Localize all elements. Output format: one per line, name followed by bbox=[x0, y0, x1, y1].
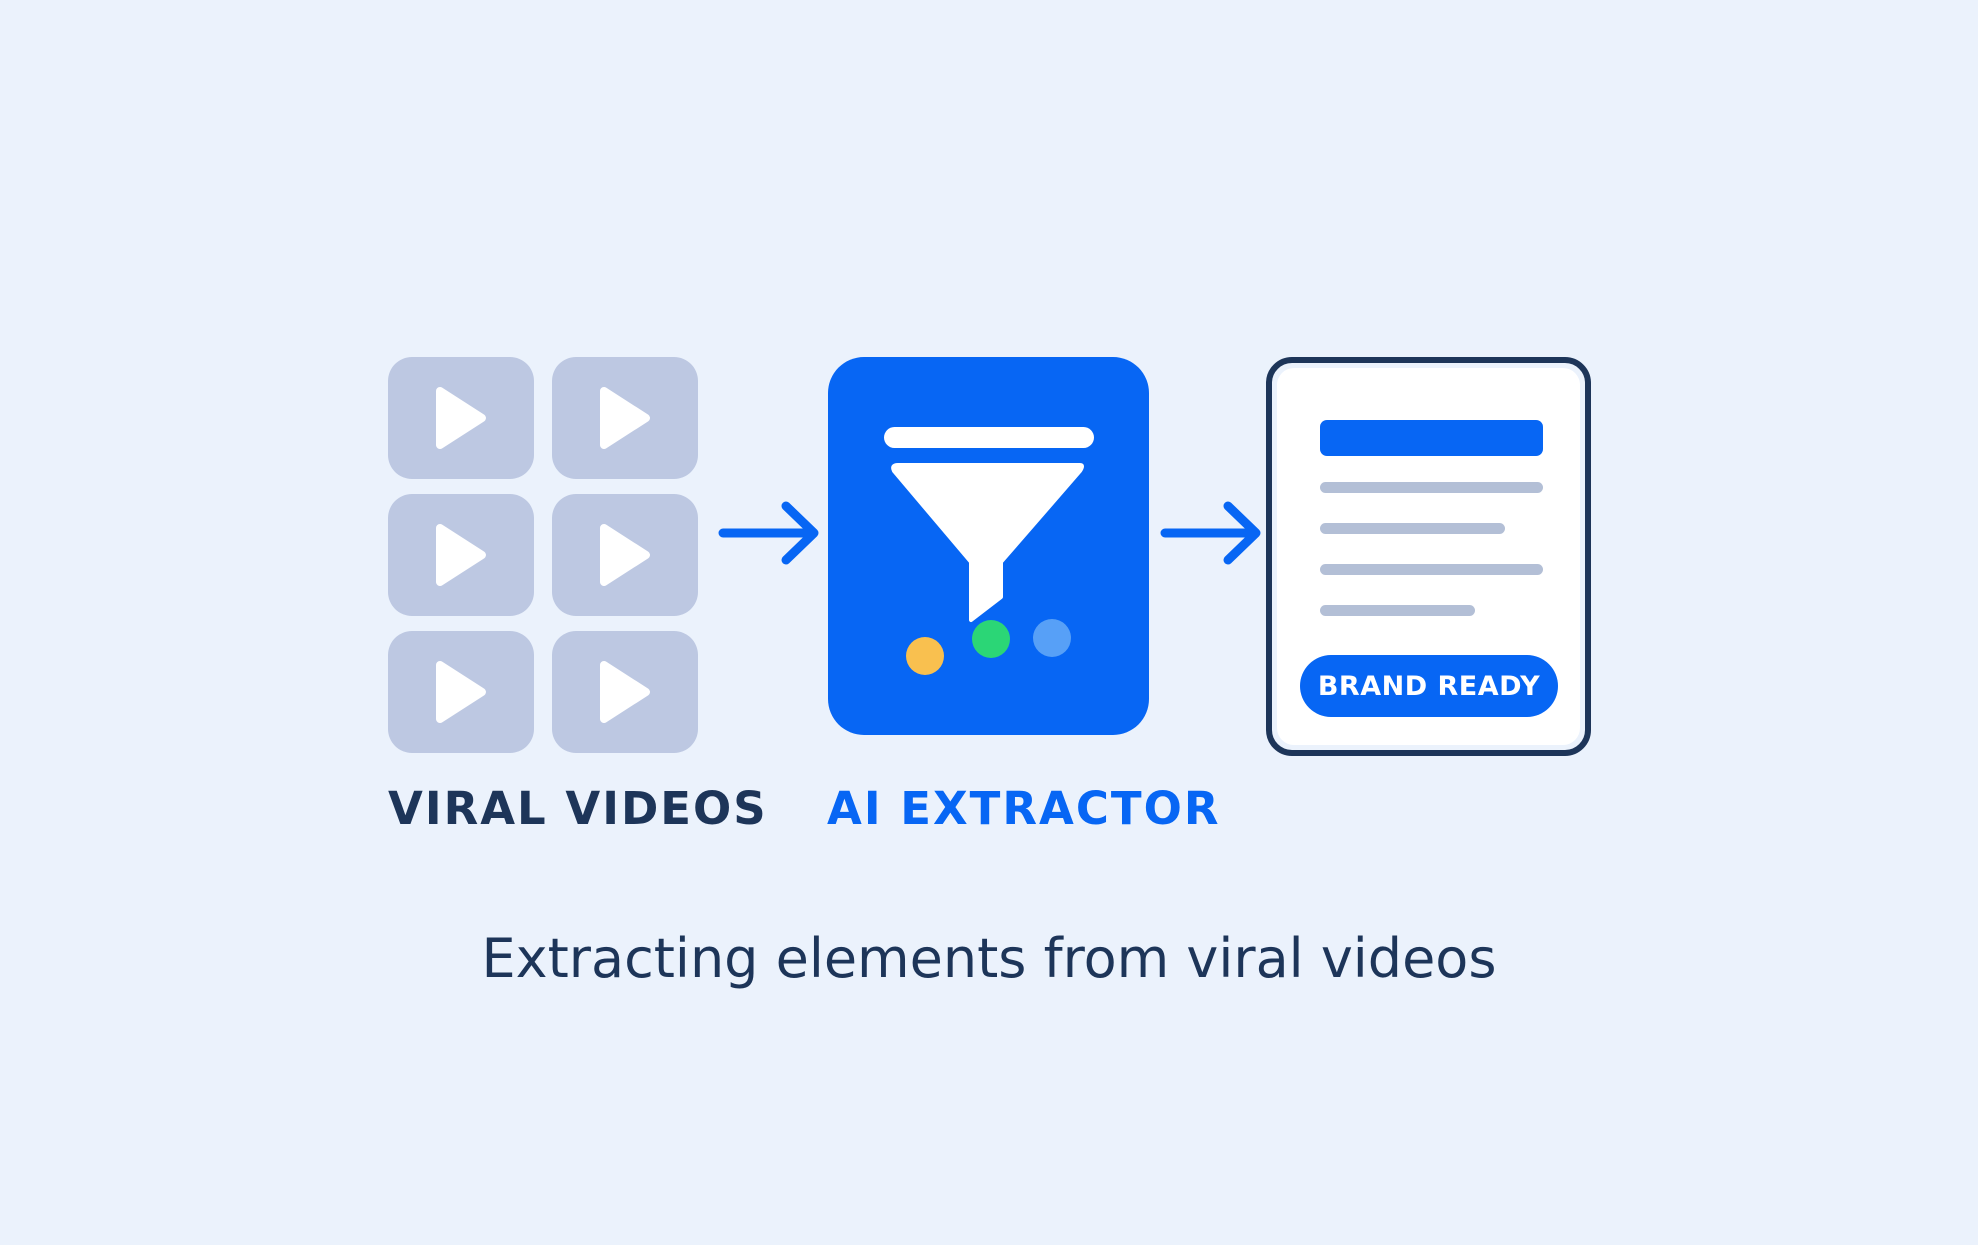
document-text-line bbox=[1320, 605, 1475, 616]
video-thumbnail bbox=[552, 357, 698, 479]
ai-extractor-label: AI EXTRACTOR bbox=[827, 782, 1221, 835]
video-thumbnail bbox=[388, 357, 534, 479]
light-blue-dot bbox=[1033, 619, 1071, 657]
arrow-right-icon bbox=[718, 501, 819, 565]
play-icon bbox=[436, 387, 486, 449]
document-text-line bbox=[1320, 564, 1543, 575]
play-icon bbox=[436, 661, 486, 723]
viral-videos-grid bbox=[388, 357, 699, 754]
document-text-line bbox=[1320, 482, 1543, 493]
play-icon bbox=[600, 661, 650, 723]
green-dot bbox=[972, 620, 1010, 658]
video-thumbnail bbox=[388, 494, 534, 616]
diagram-caption: Extracting elements from viral videos bbox=[481, 927, 1497, 990]
play-icon bbox=[600, 387, 650, 449]
extracted-elements-dots bbox=[906, 619, 1071, 675]
video-thumbnail bbox=[552, 494, 698, 616]
ai-extractor-box bbox=[828, 357, 1149, 735]
document-title-bar bbox=[1320, 420, 1543, 456]
document-text-line bbox=[1320, 523, 1505, 534]
yellow-dot bbox=[906, 637, 944, 675]
brand-ready-badge: BRAND READY bbox=[1300, 655, 1558, 717]
viral-videos-label: VIRAL VIDEOS bbox=[388, 782, 768, 835]
arrow-right-icon bbox=[1160, 501, 1261, 565]
document-icon: BRAND READY bbox=[1277, 368, 1580, 745]
brand-ready-document: BRAND READY bbox=[1266, 357, 1591, 756]
video-thumbnail bbox=[552, 631, 698, 753]
funnel-icon bbox=[884, 427, 1094, 622]
video-thumbnail bbox=[388, 631, 534, 753]
play-icon bbox=[600, 524, 650, 586]
play-icon bbox=[436, 524, 486, 586]
